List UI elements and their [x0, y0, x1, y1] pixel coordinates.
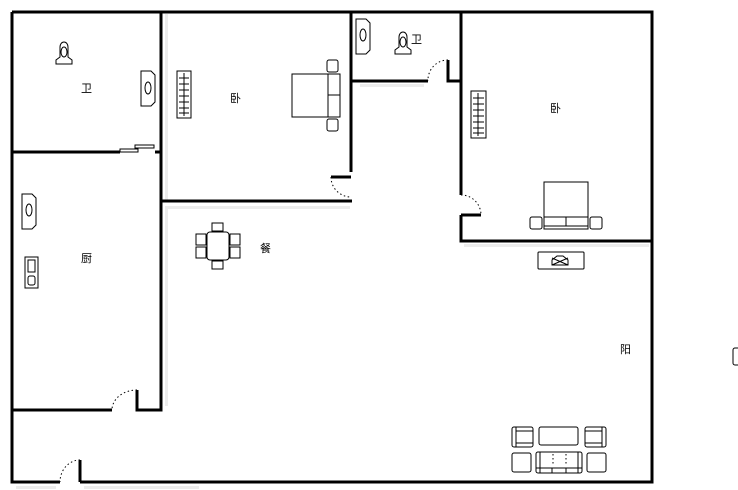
sofa-set-icon [511, 426, 607, 474]
basin-icon [140, 70, 156, 107]
bed-icon [291, 59, 341, 132]
sink-icon [21, 193, 37, 230]
toilet-icon [55, 41, 73, 65]
room-label-bedroom-1: 卧 [230, 92, 241, 105]
bed-icon [529, 181, 603, 230]
room-label-balcony: 阳 [620, 343, 631, 356]
room-label-bathroom-2: 卫 [411, 33, 422, 46]
room-label-bedroom-2: 卧 [550, 102, 561, 115]
toilet-icon [394, 31, 412, 55]
stove-icon [24, 256, 39, 289]
wardrobe-icon [470, 90, 487, 139]
wall-shadows [16, 14, 649, 489]
sliding-door [119, 144, 155, 153]
tv-cabinet-icon [537, 251, 585, 270]
basin-icon [355, 18, 371, 55]
room-label-kitchen: 厨 [81, 252, 92, 265]
dining-table-icon [195, 222, 241, 270]
walls [10, 10, 654, 484]
door-swings [59, 59, 482, 483]
wardrobe-icon [176, 70, 192, 119]
room-label-bathroom-1: 卫 [81, 82, 92, 95]
room-label-dining: 餐 [260, 242, 271, 255]
partial-fixture-icon [732, 347, 738, 366]
